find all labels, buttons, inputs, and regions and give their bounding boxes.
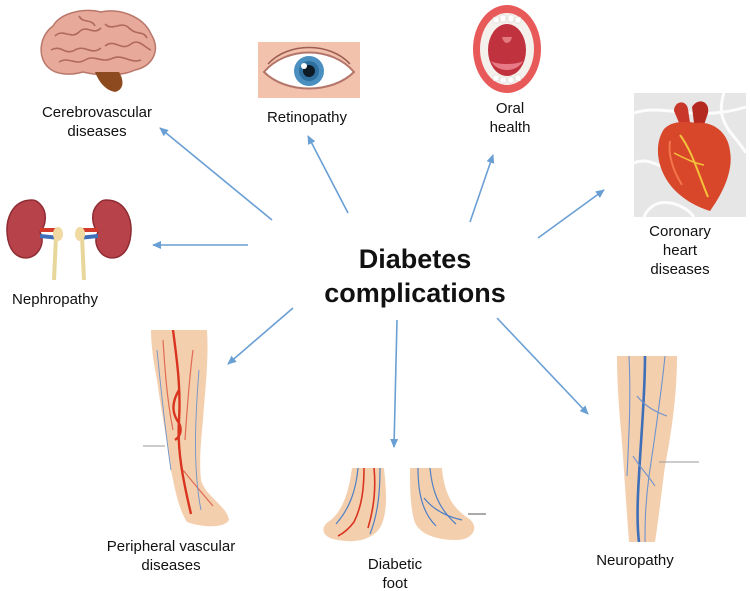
label-peripheral-vascular: Peripheral vascular diseases bbox=[106, 538, 236, 574]
center-title-line2: complications bbox=[324, 278, 506, 308]
mouth-icon bbox=[473, 5, 541, 93]
feet-icon bbox=[323, 467, 486, 542]
label-neuropathy: Neuropathy bbox=[596, 552, 674, 569]
heart-icon bbox=[633, 92, 748, 218]
brain-icon bbox=[40, 9, 156, 92]
label-nephropathy: Nephropathy bbox=[12, 291, 98, 308]
arrow-oral-health bbox=[469, 154, 495, 223]
label-oral-health: Oral health bbox=[489, 100, 531, 136]
label-retinopathy: Retinopathy bbox=[266, 109, 348, 126]
arrow-peripheral-vascular bbox=[227, 307, 294, 365]
center-title-line1: Diabetes bbox=[358, 244, 472, 274]
leg-nerves-icon bbox=[617, 355, 699, 543]
arrow-neuropathy bbox=[496, 317, 589, 415]
arrow-retinopathy bbox=[307, 135, 349, 214]
label-diabetic-foot: Diabetic foot bbox=[367, 556, 423, 591]
center-title: Diabetes complications bbox=[300, 242, 530, 310]
eye-icon bbox=[258, 42, 360, 98]
arrow-diabetic-foot bbox=[390, 319, 399, 448]
label-cerebrovascular: Cerebrovascular diseases bbox=[41, 104, 153, 140]
leg-arteries-icon bbox=[143, 329, 229, 527]
label-coronary: Coronary heart diseases bbox=[649, 223, 711, 278]
kidney-icon bbox=[6, 199, 132, 281]
arrow-coronary bbox=[537, 189, 605, 239]
arrow-cerebrovascular bbox=[159, 127, 273, 221]
